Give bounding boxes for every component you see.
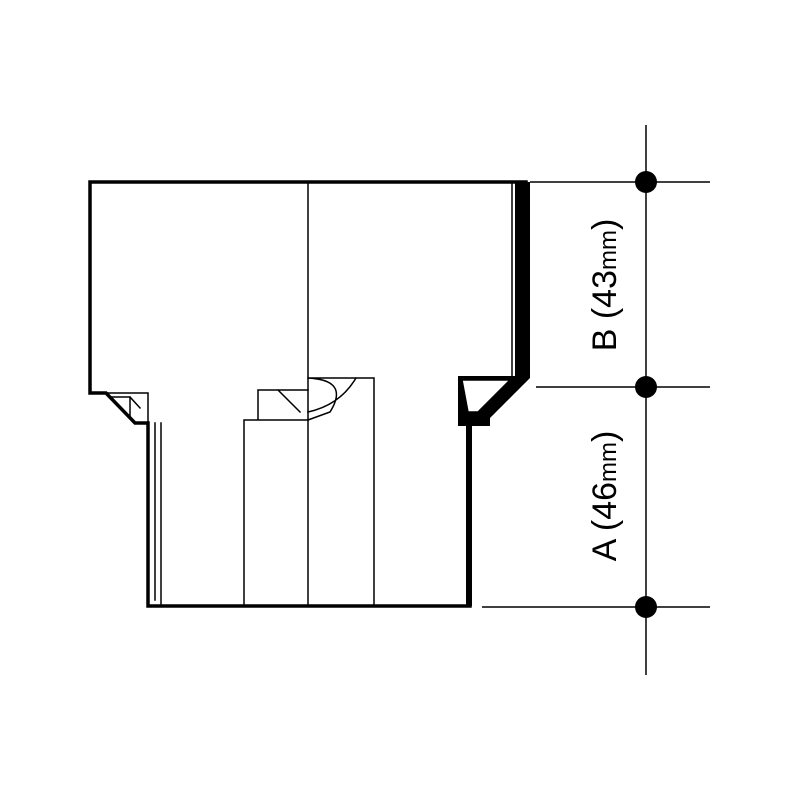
dimension-b-value: 43 xyxy=(586,270,624,308)
left-seal-detail xyxy=(105,392,149,424)
dimension-lines xyxy=(482,125,710,675)
dimension-points xyxy=(635,171,657,618)
dimension-point-middle xyxy=(635,376,657,398)
dimension-a-value: 46 xyxy=(586,482,624,520)
dimension-b-letter: B xyxy=(586,329,624,352)
dimension-label-b: B (43mm) xyxy=(586,219,624,352)
left-spigot-wall xyxy=(154,422,162,607)
dimension-b-close: ) xyxy=(586,219,624,230)
inner-step-right xyxy=(307,376,375,607)
fitting-cross-section xyxy=(88,180,530,608)
dimension-a-open: ( xyxy=(586,519,624,540)
dimension-a-unit: mm xyxy=(595,442,622,482)
seal-groove xyxy=(461,379,512,413)
inner-step-left xyxy=(243,388,309,607)
dimension-point-top xyxy=(635,171,657,193)
dimension-b-unit: mm xyxy=(595,230,622,270)
dimension-a-letter: A xyxy=(586,538,624,561)
dimension-b-open: ( xyxy=(586,307,624,328)
dimension-label-a: A (46mm) xyxy=(586,431,624,562)
dimension-point-bottom xyxy=(635,596,657,618)
dimension-a-close: ) xyxy=(586,431,624,442)
